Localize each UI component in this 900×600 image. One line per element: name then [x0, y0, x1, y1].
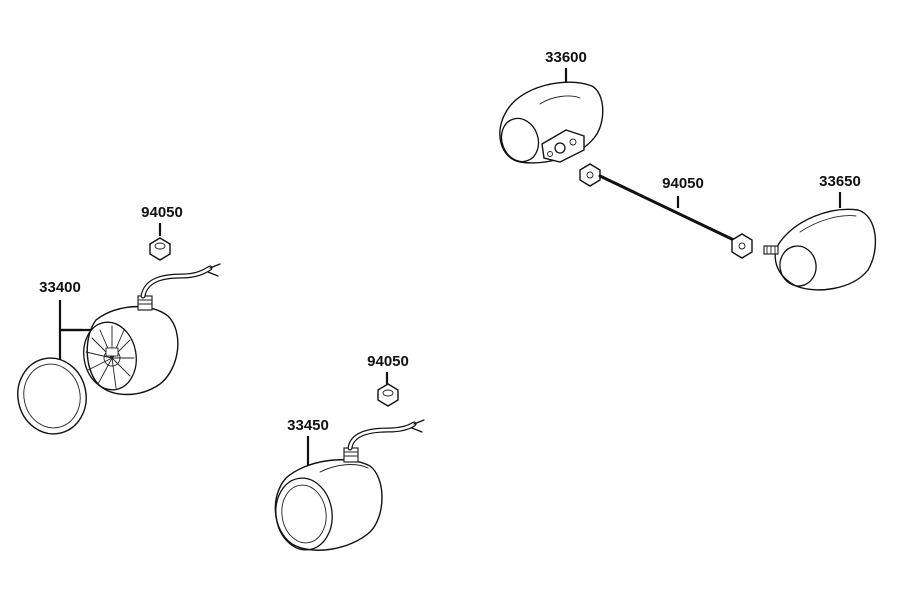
mounting-bolt-assembly: 94050	[579, 163, 753, 259]
turn-signal-33600: 33600	[499, 49, 604, 164]
nut-94050-left: 94050	[141, 204, 183, 261]
housing-33450	[274, 459, 383, 551]
part-number-33400: 33400	[39, 279, 81, 296]
wire-harness-33450	[343, 419, 425, 463]
turn-signal-33400: 33400	[17, 263, 221, 435]
wire-harness-33400	[137, 263, 221, 311]
lens-33400	[17, 357, 87, 435]
nut-94050-center: 94050	[367, 353, 409, 407]
part-number-33650: 33650	[819, 173, 861, 190]
part-number-94050-center: 94050	[367, 353, 409, 370]
part-number-94050-bolt: 94050	[662, 175, 704, 192]
part-number-94050-left: 94050	[141, 204, 183, 221]
housing-33400	[83, 306, 179, 396]
part-number-33600: 33600	[545, 49, 587, 66]
part-number-33450: 33450	[287, 417, 329, 434]
turn-signal-33650: 33650	[763, 173, 877, 291]
turn-signal-33450: 33450	[274, 417, 425, 551]
